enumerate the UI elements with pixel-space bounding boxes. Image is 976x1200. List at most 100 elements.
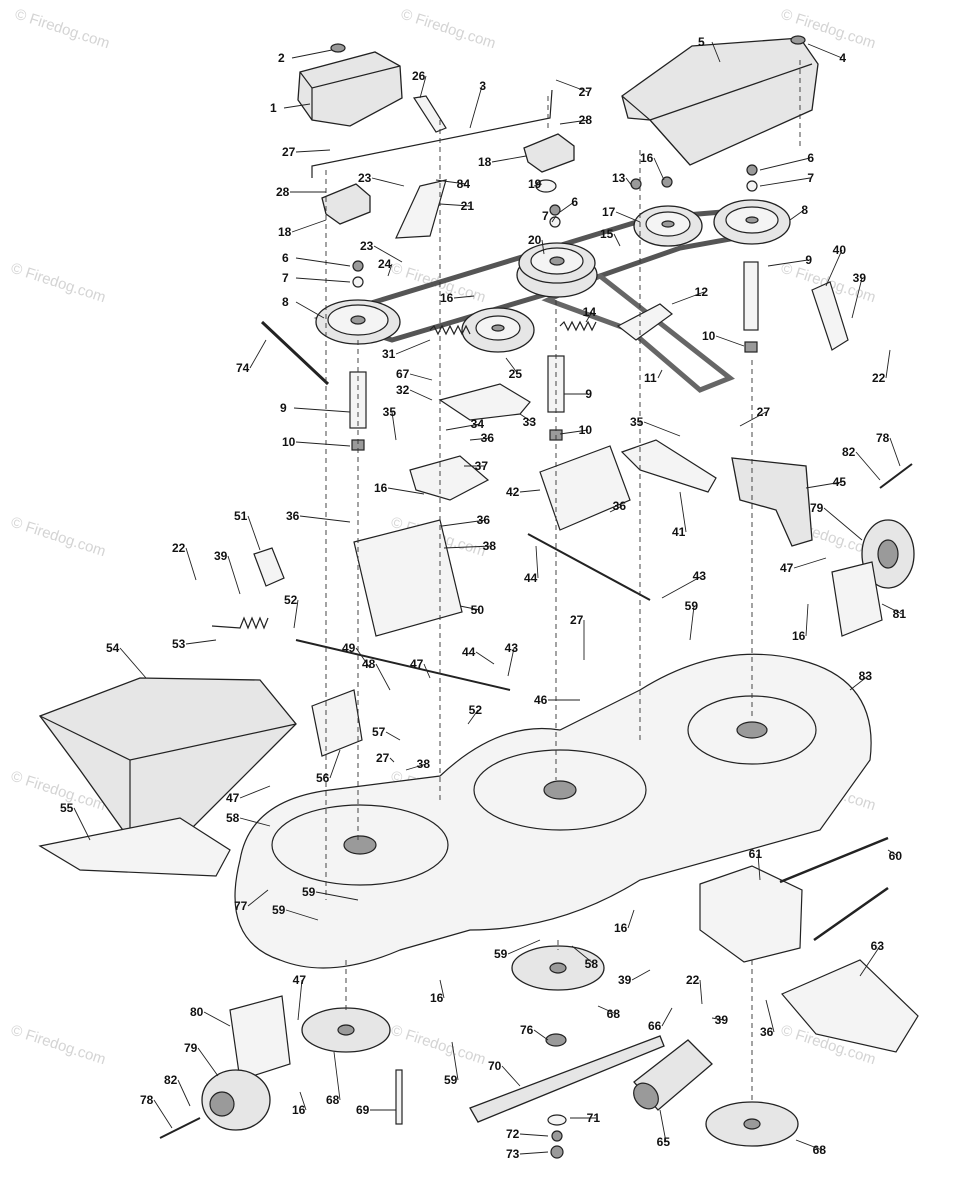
callout-number: 68	[326, 1093, 340, 1107]
callout-number: 20	[528, 233, 542, 247]
callout-45: 45	[805, 475, 846, 489]
bolt-13	[630, 178, 642, 190]
callout-leader	[535, 545, 539, 579]
callout-7c: 7	[282, 271, 351, 285]
callout-5: 5	[698, 35, 721, 63]
callout-leader	[467, 709, 479, 725]
callout-72: 72	[506, 1127, 549, 1141]
callout-number: 66	[648, 1019, 662, 1033]
callout-47c: 47	[226, 785, 271, 805]
callout-leader	[375, 663, 391, 691]
callout-leader	[203, 1011, 231, 1027]
callout-leader	[469, 85, 483, 129]
callout-leader	[571, 945, 595, 965]
callout-number: 18	[478, 155, 492, 169]
callout-number: 81	[893, 607, 907, 621]
callout-leader	[295, 441, 351, 447]
callout-39d: 39	[711, 1013, 728, 1027]
callout-leader	[443, 545, 493, 549]
callout-number: 27	[579, 85, 593, 99]
callout-number: 27	[376, 751, 390, 765]
callout-leader	[855, 451, 881, 481]
callout-leader	[519, 413, 533, 423]
callout-leader	[295, 277, 351, 283]
callout-leader	[373, 245, 403, 263]
callout-leader	[295, 301, 325, 319]
callout-number: 3	[479, 79, 486, 93]
callout-number: 79	[184, 1041, 198, 1055]
callout-13: 13	[612, 171, 633, 187]
callout-leader	[759, 177, 811, 187]
nut-6-right	[746, 164, 758, 176]
callout-leader	[795, 1139, 823, 1151]
bracket-61	[699, 865, 803, 963]
callout-leader	[851, 277, 863, 319]
bracket-42	[539, 445, 631, 531]
callout-81: 81	[881, 603, 907, 621]
pulley-center-double	[516, 242, 598, 298]
callout-leader	[299, 515, 351, 523]
callout-39a: 39	[851, 271, 867, 319]
rod-44-upper	[527, 533, 651, 601]
callout-number: 76	[520, 1023, 534, 1037]
callout-number: 72	[506, 1127, 520, 1141]
spring-14	[559, 320, 597, 332]
callout-leader	[419, 75, 427, 99]
callout-leader	[807, 43, 843, 59]
callout-38a: 38	[443, 539, 496, 553]
callout-number: 39	[853, 271, 867, 285]
nut-6-center	[549, 204, 561, 216]
pulley-right	[713, 199, 791, 245]
callout-84: 84	[435, 177, 470, 191]
washer-71	[547, 1114, 567, 1126]
callout-leader	[459, 605, 481, 611]
callout-number: 35	[630, 415, 644, 429]
callout-number: 24	[378, 257, 392, 271]
callout-36d: 36	[609, 499, 626, 513]
callout-number: 65	[657, 1135, 671, 1149]
callout-number: 38	[417, 757, 431, 771]
callout-number: 10	[282, 435, 296, 449]
callout-number: 9	[280, 401, 287, 415]
callout-43b: 43	[505, 641, 518, 677]
rod-60-lower	[813, 886, 889, 942]
callout-27d: 27	[376, 751, 395, 765]
callout-number: 31	[382, 347, 396, 361]
callout-number: 10	[702, 329, 716, 343]
callout-44a: 44	[524, 545, 539, 585]
callout-number: 19	[528, 177, 542, 191]
callout-69: 69	[356, 1103, 396, 1117]
callout-number: 59	[494, 947, 508, 961]
callout-leader	[597, 1005, 617, 1015]
callout-51: 51	[234, 509, 261, 551]
callout-number: 67	[396, 367, 410, 381]
callout-number: 16	[430, 991, 444, 1005]
callout-leader	[533, 183, 543, 187]
callout-number: 46	[534, 693, 548, 707]
callout-17: 17	[602, 205, 641, 223]
callout-number: 59	[685, 599, 699, 613]
idler-arm-33	[438, 383, 531, 421]
callout-leader	[153, 1099, 173, 1129]
callout-number: 10	[579, 423, 593, 437]
spindle-right	[743, 261, 759, 353]
callout-43a: 43	[661, 569, 706, 599]
callout-number: 8	[282, 295, 289, 309]
callout-83: 83	[849, 669, 872, 691]
bracket-56	[311, 689, 363, 757]
callout-leader	[657, 369, 663, 379]
callout-26: 26	[412, 69, 427, 99]
callout-number: 22	[172, 541, 186, 555]
callout-68a: 68	[597, 1005, 620, 1021]
callout-leader	[613, 233, 621, 247]
callout-leader	[239, 785, 271, 799]
callout-leader	[805, 481, 843, 489]
callout-number: 22	[686, 973, 700, 987]
blade-washer-76	[545, 1033, 567, 1047]
callout-20: 20	[528, 233, 545, 255]
callout-number: 41	[672, 525, 686, 539]
callout-16e: 16	[614, 909, 635, 935]
callout-number: 25	[509, 367, 523, 381]
callout-70: 70	[488, 1059, 521, 1087]
callout-28a: 28	[276, 185, 326, 199]
